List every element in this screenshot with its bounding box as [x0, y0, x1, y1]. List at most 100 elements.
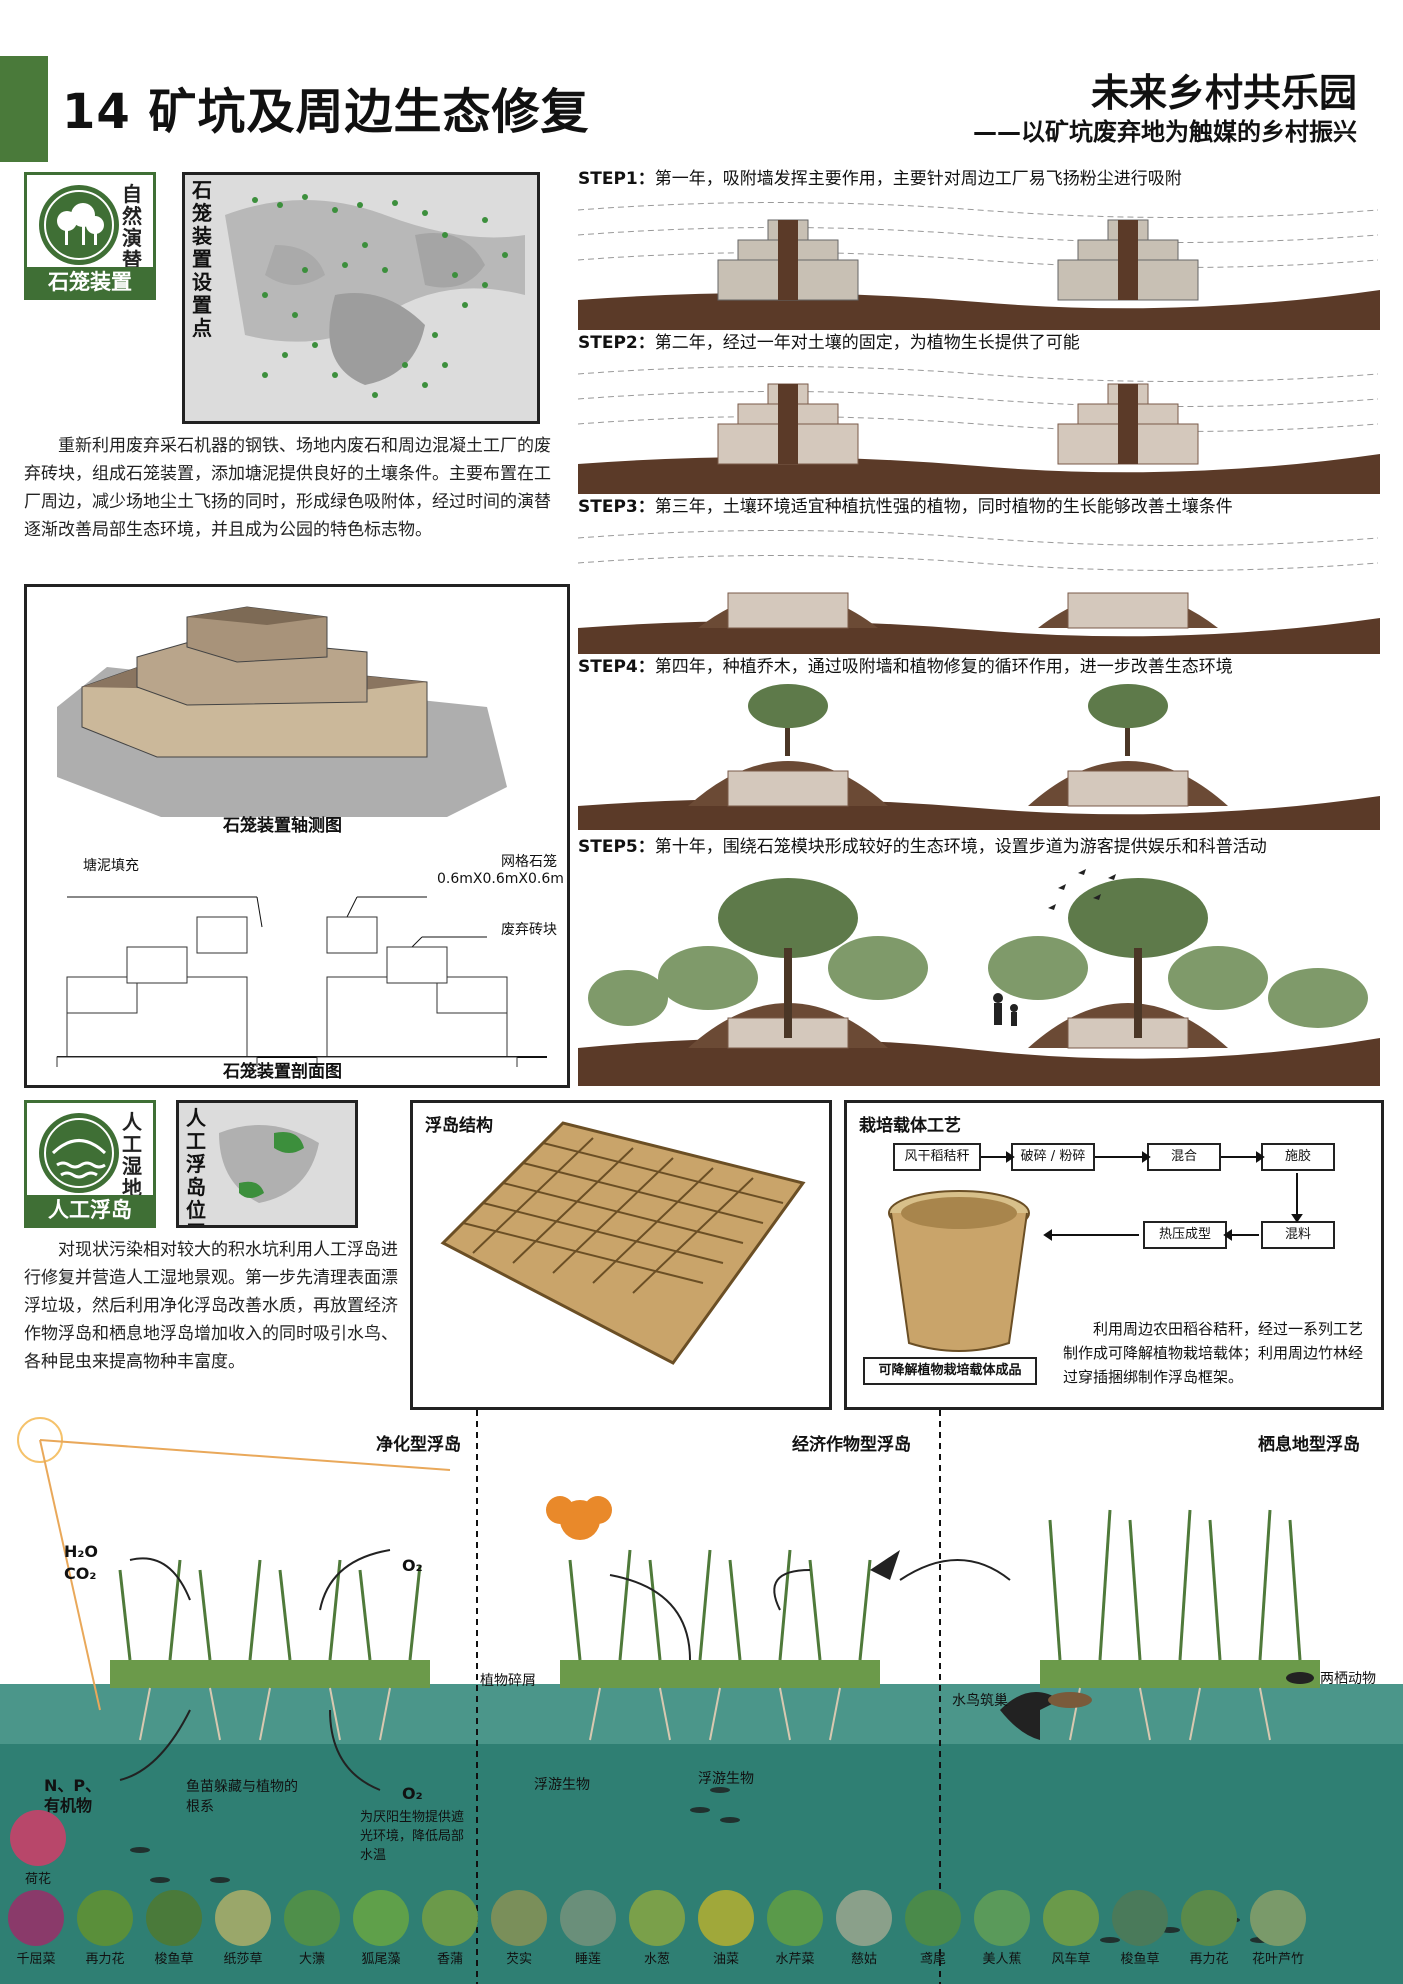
badge-vertical-text: 人工湿地 — [122, 1110, 142, 1200]
label-gabion: 网格石笼 — [501, 854, 557, 870]
flow-step-straw: 风干稻秸秆 — [893, 1143, 981, 1171]
plant-thumbnail — [1181, 1890, 1237, 1946]
section-caption: 石笼装置剖面图 — [223, 1062, 342, 1082]
badge-float-island: 人工湿地 人工浮岛 — [24, 1100, 156, 1228]
plant-name: 纸莎草 — [223, 1952, 263, 1967]
step-4-text: STEP4：第四年，种植乔木，通过吸附墙和植物修复的循环作用，进一步改善生态环境 — [578, 657, 1233, 677]
float-island-description: 对现状污染相对较大的积水坑利用人工浮岛进行修复并营造人工湿地景观。第一步先清理表… — [24, 1240, 398, 1372]
plant-thumbnail — [560, 1890, 616, 1946]
plant-name: 油菜 — [712, 1952, 739, 1967]
label-npo: N、P、 — [44, 1776, 102, 1795]
plant-thumbnail — [836, 1890, 892, 1946]
page-title: 14 矿坑及周边生态修复 — [62, 84, 590, 140]
plant-name: 水芹菜 — [775, 1952, 815, 1967]
gabion-axon-drawing — [57, 606, 507, 817]
plant-name: 梭鱼草 — [1120, 1952, 1160, 1967]
badge-label: 石笼装置 — [27, 267, 153, 297]
plant-thumbnail — [767, 1890, 823, 1946]
plant-name: 荷花 — [24, 1872, 51, 1887]
label-amphibian: 两栖动物 — [1320, 1671, 1376, 1687]
plant-thumbnail — [698, 1890, 754, 1946]
label-o2-top: O₂ — [402, 1556, 423, 1575]
step-5-text: STEP5：第十年，围绕石笼模块形成较好的生态环境，设置步道为游客提供娱乐和科普… — [578, 837, 1267, 857]
island-diagram — [0, 1410, 1403, 1984]
step-2-illustration — [578, 366, 1380, 494]
wetland-icon — [39, 1113, 119, 1193]
plant-name: 睡莲 — [574, 1952, 601, 1967]
plant-thumbnail — [284, 1890, 340, 1946]
plant-thumbnail — [8, 1890, 64, 1946]
plant-thumbnail — [1112, 1890, 1168, 1946]
step-5-illustration — [578, 858, 1380, 1086]
plant-name: 水葱 — [643, 1952, 670, 1967]
flow-step-blend: 混料 — [1261, 1221, 1335, 1249]
plant-name: 千屈菜 — [16, 1952, 56, 1967]
plant-thumbnail — [422, 1890, 478, 1946]
label-mud: 塘泥填充 — [83, 858, 139, 874]
step-3-text: STEP3：第三年，土壤环境适宜种植抗性强的植物，同时植物的生长能够改善土壤条件 — [578, 497, 1233, 517]
plant-thumbnail — [905, 1890, 961, 1946]
step-1-illustration — [578, 202, 1380, 330]
product-label: 可降解植物栽培载体成品 — [863, 1357, 1037, 1385]
plant-thumbnail — [10, 1810, 66, 1866]
plant-thumbnail — [1043, 1890, 1099, 1946]
plant-thumbnail — [1250, 1890, 1306, 1946]
flow-step-glue: 施胶 — [1261, 1143, 1335, 1171]
label-o2-bottom: O₂ — [402, 1784, 423, 1803]
step-1-text: STEP1：第一年，吸附墙发挥主要作用，主要针对周边工厂易飞扬粉尘进行吸附 — [578, 169, 1182, 189]
step-3-illustration — [578, 530, 1380, 654]
plant-thumbnail — [77, 1890, 133, 1946]
carrier-process-title: 栽培载体工艺 — [859, 1116, 961, 1136]
money-bag-icon — [546, 1496, 612, 1540]
label-nest: 水鸟筑巢 — [952, 1693, 1008, 1709]
plant-name: 大薸 — [298, 1952, 325, 1967]
plant-name: 风车草 — [1051, 1952, 1091, 1967]
carrier-process-box: 栽培载体工艺 风干稻秸秆 破碎 / 粉碎 混合 施胶 混料 热压成型 可降解植物… — [844, 1100, 1384, 1410]
label-gabion-size: 0.6mX0.6mX0.6m — [437, 871, 564, 887]
plant-name: 再力花 — [85, 1952, 125, 1967]
gabion-site-map: 石笼装置设置点 — [182, 172, 540, 424]
flow-step-mix: 混合 — [1147, 1143, 1221, 1171]
plant-name: 香蒲 — [436, 1952, 463, 1967]
badge-label: 人工浮岛 — [27, 1195, 153, 1225]
plant-name: 慈姑 — [850, 1952, 877, 1967]
plant-name: 芡实 — [505, 1952, 532, 1967]
island-type-economic: 经济作物型浮岛 — [792, 1435, 911, 1455]
header-accent-bar — [0, 56, 48, 162]
badge-vertical-text: 自然演替 — [122, 182, 142, 272]
plant-thumbnail — [146, 1890, 202, 1946]
plant-name: 再力花 — [1189, 1952, 1229, 1967]
plant-thumbnail — [353, 1890, 409, 1946]
plant-list: 荷花千屈菜再力花梭鱼草纸莎草大薸狐尾藻香蒲芡实睡莲水葱油菜水芹菜慈姑鸢尾美人蕉风… — [0, 1810, 1403, 1984]
step-2-text: STEP2：第二年，经过一年对土壤的固定，为植物生长提供了可能 — [578, 333, 1080, 353]
gabion-description: 重新利用废弃采石机器的钢铁、场地内废石和周边混凝土工厂的废弃砖块，组成石笼装置，… — [24, 436, 551, 540]
flow-step-crush: 破碎 / 粉碎 — [1011, 1143, 1095, 1171]
gabion-drawings-frame: 石笼装置轴测图 塘泥填充 网格石笼 0.6mX0.6mX0.6m 废弃砖块 石笼… — [24, 584, 570, 1088]
float-structure-title: 浮岛结构 — [425, 1116, 493, 1136]
step-4-illustration — [578, 684, 1380, 830]
plant-thumbnail — [629, 1890, 685, 1946]
label-plankton-2: 浮游生物 — [698, 1771, 754, 1787]
bird-icon — [870, 1550, 1314, 1740]
plant-name: 鸢尾 — [919, 1952, 946, 1967]
flow-step-press: 热压成型 — [1143, 1221, 1227, 1249]
plant-thumbnail — [974, 1890, 1030, 1946]
label-shade: 为厌阳生物提供遮光环境，降低局部水温 — [360, 1810, 465, 1863]
float-structure-box: 浮岛结构 — [410, 1100, 832, 1410]
float-island-site-map: 人工浮岛位置 — [176, 1100, 358, 1228]
map-label: 人工浮岛位置 — [186, 1106, 206, 1226]
plant-name: 花叶芦竹 — [1251, 1952, 1304, 1967]
project-title: 未来乡村共乐园 — [1090, 71, 1357, 115]
plant-thumbnail — [215, 1890, 271, 1946]
project-subtitle: ——以矿坑废弃地为触媒的乡村振兴 — [973, 118, 1357, 146]
plant-thumbnail — [491, 1890, 547, 1946]
float-grid-drawing — [440, 1121, 806, 1365]
label-fish-roots: 鱼苗躲藏与植物的根系 — [186, 1779, 298, 1815]
plant-name: 美人蕉 — [982, 1952, 1022, 1967]
label-debris: 植物碎屑 — [480, 1673, 536, 1689]
gabion-section-drawing — [56, 896, 547, 1067]
carrier-description: 利用周边农田稻谷秸秆，经过一系列工艺制作成可降解植物栽培载体；利用周边竹林经过穿… — [1063, 1320, 1364, 1386]
axon-caption: 石笼装置轴测图 — [223, 816, 342, 836]
label-organic: 有机物 — [44, 1796, 93, 1815]
plant-name: 梭鱼草 — [154, 1952, 194, 1967]
